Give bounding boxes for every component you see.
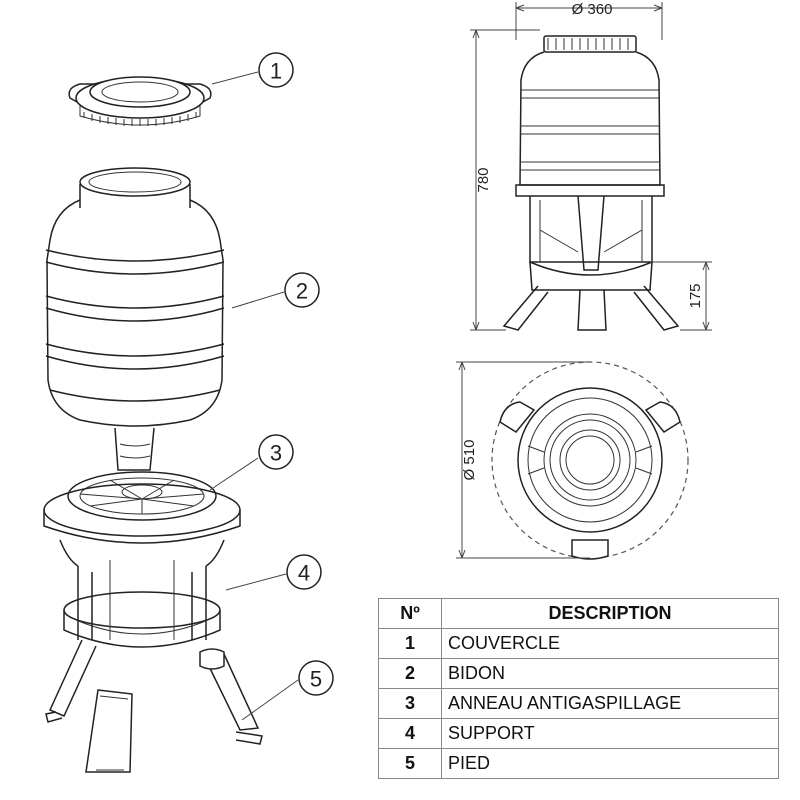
plan-view: Ø 510 (456, 361, 689, 560)
legend-header-number: Nº (378, 598, 442, 629)
callout-leaders (209, 71, 299, 721)
lid-drawing (68, 76, 212, 126)
legend-row-description: BIDON (441, 658, 779, 689)
callout-3-label: 3 (270, 441, 282, 466)
legend-row-number: 5 (378, 748, 442, 779)
legend-row-description: PIED (441, 748, 779, 779)
legend-row: 5 PIED (378, 748, 779, 779)
legend-row: 1 COUVERCLE (378, 628, 779, 659)
callout-3: 3 (258, 434, 294, 470)
legend-row-number: 4 (378, 718, 442, 749)
callout-4: 4 (286, 554, 322, 590)
feet-drawing (45, 639, 263, 773)
elevation-view: Ø 360 780 175 (470, 1, 712, 331)
exploded-view: 1 2 3 4 5 (43, 52, 334, 773)
legend-row: 2 BIDON (378, 658, 779, 689)
legend-row-number: 2 (378, 658, 442, 689)
legend-row: 4 SUPPORT (378, 718, 779, 749)
callout-5-label: 5 (310, 667, 322, 692)
callout-5: 5 (298, 660, 334, 696)
legend-row-number: 1 (378, 628, 442, 659)
ring-drawing (67, 471, 217, 521)
callout-1-label: 1 (270, 59, 282, 84)
drum-drawing (45, 167, 225, 471)
callout-2: 2 (284, 272, 320, 308)
support-drawing (43, 483, 241, 648)
dim-height: 780 (475, 167, 492, 192)
dim-base-diameter: Ø 510 (461, 440, 478, 481)
parts-legend-table: Nº DESCRIPTION 1 COUVERCLE 2 BIDON 3 ANN… (378, 598, 779, 779)
legend-header-description: DESCRIPTION (441, 598, 779, 629)
legend-row: 3 ANNEAU ANTIGASPILLAGE (378, 688, 779, 719)
legend-row-description: SUPPORT (441, 718, 779, 749)
legend-header-row: Nº DESCRIPTION (378, 598, 779, 629)
dim-foot-height: 175 (687, 283, 704, 308)
dim-top-diameter: Ø 360 (572, 1, 613, 18)
callout-2-label: 2 (296, 279, 308, 304)
callout-4-label: 4 (298, 561, 310, 586)
legend-row-number: 3 (378, 688, 442, 719)
legend-row-description: COUVERCLE (441, 628, 779, 659)
legend-row-description: ANNEAU ANTIGASPILLAGE (441, 688, 779, 719)
callout-1: 1 (258, 52, 294, 88)
